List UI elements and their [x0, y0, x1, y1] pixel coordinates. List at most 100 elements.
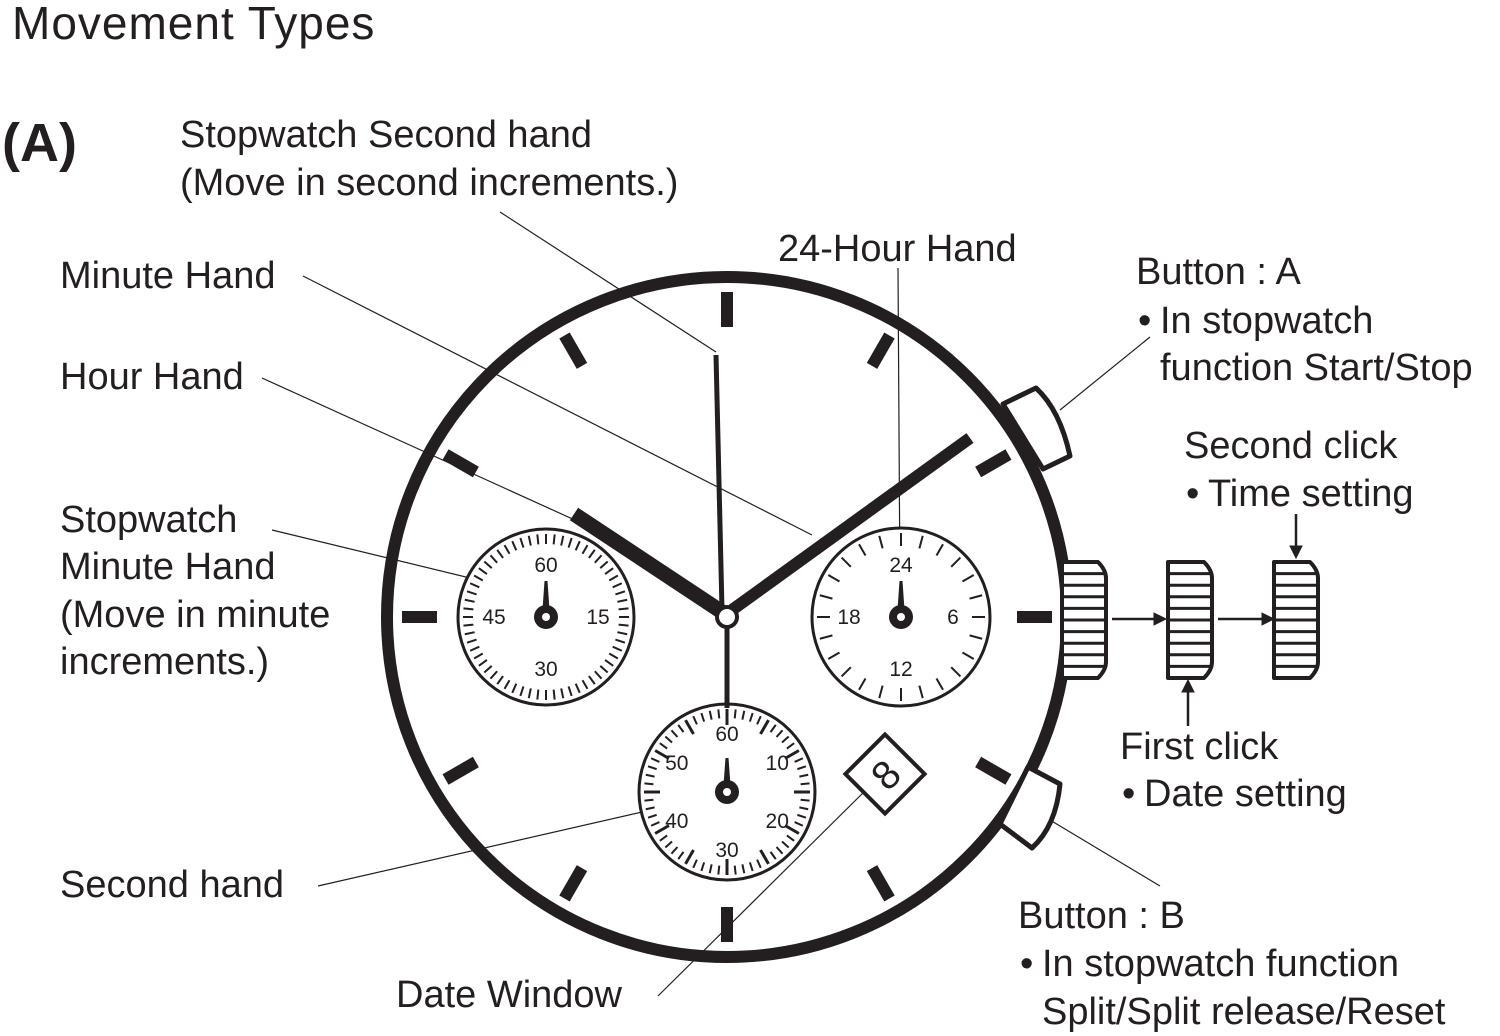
subdial-tick — [647, 813, 657, 819]
leader-minute-hand — [302, 275, 813, 536]
subdial-tick — [599, 665, 609, 674]
subdial-number: 12 — [889, 658, 912, 681]
subdial-tick — [733, 865, 737, 875]
subdial-pin — [723, 788, 731, 796]
subdial-tick — [950, 666, 962, 678]
subdial-tick — [483, 560, 493, 569]
subdial-tick — [756, 859, 762, 869]
subdial-tick — [684, 849, 695, 865]
subdial-tick — [878, 535, 884, 549]
pusher-button-b — [997, 764, 1063, 851]
leader-stopwatch-second-hand — [499, 211, 717, 353]
subdial-tick — [659, 742, 668, 750]
subdial-tick — [799, 806, 809, 811]
subdial-tick — [670, 846, 679, 855]
subdial-tick — [463, 623, 474, 627]
subdial-tick — [503, 679, 511, 690]
page-title: Movement Types — [12, 0, 376, 49]
subdial-tick — [819, 594, 833, 600]
subdial-tick — [496, 675, 504, 685]
section-label: (A) — [2, 113, 77, 173]
subdial-tick — [552, 534, 556, 545]
subdial-tick — [464, 631, 475, 636]
subdial-tick — [918, 535, 924, 549]
subdial-tick — [560, 688, 565, 699]
second-click-bullet: • — [1186, 473, 1200, 515]
subdial-tick — [659, 834, 668, 842]
subdial-number: 45 — [482, 606, 505, 629]
subdial-tick — [800, 798, 810, 802]
subdial-tick — [961, 574, 975, 583]
stopwatch-second-hand-note: (Move in second increments.) — [180, 162, 679, 204]
button-b-line2: Split/Split release/Reset — [1042, 991, 1446, 1033]
subdial-tick — [519, 537, 525, 548]
subdial-tick — [617, 598, 628, 603]
subdial-tick — [654, 749, 670, 760]
subdial-tick — [969, 594, 983, 600]
arrowhead-crown2 — [1153, 612, 1168, 626]
subdial-tick — [799, 773, 809, 778]
subdial-tick — [588, 675, 596, 685]
subdial-tick — [552, 689, 556, 700]
subdial-tick — [840, 556, 852, 568]
subdial-tick — [473, 574, 484, 582]
subdial-tick — [466, 590, 477, 596]
subdial-number: 60 — [534, 554, 557, 577]
subdial-tick — [567, 686, 573, 697]
subdial-tick — [781, 735, 790, 744]
subdial-tick — [503, 544, 511, 555]
subdial-tick — [645, 806, 655, 811]
subdial-number: 40 — [665, 810, 688, 833]
subdial-tick — [692, 859, 698, 869]
subdial-tick — [464, 598, 475, 603]
subdial-tick — [560, 535, 565, 546]
stopwatch-second-hand — [713, 354, 725, 611]
subdial-tick — [781, 840, 790, 849]
subdial-tick — [473, 652, 484, 660]
subdial-tick — [769, 851, 777, 860]
button-a-title: Button : A — [1136, 251, 1301, 293]
hour-marker — [559, 865, 588, 902]
subdial-tick — [741, 710, 746, 720]
subdial-tick — [617, 631, 628, 636]
subdial-tick — [775, 729, 784, 738]
subdial-tick — [935, 543, 944, 557]
subdial-tick — [784, 749, 800, 760]
arrowhead-second-click — [1289, 545, 1303, 560]
subdial-tick — [478, 567, 488, 575]
subdial-tick — [574, 540, 581, 551]
subdial-tick — [670, 729, 679, 738]
subdial-tick — [650, 821, 660, 827]
leader-button-a — [1059, 336, 1151, 411]
subdial-number: 18 — [837, 606, 860, 629]
subdial-tick — [759, 719, 770, 735]
subdial-tick — [769, 724, 777, 733]
subdial-tick — [511, 540, 518, 551]
subdial-tick — [466, 638, 477, 644]
center-pinion — [715, 605, 739, 629]
hour-hand — [569, 507, 727, 619]
subdial-tick — [684, 719, 695, 735]
crown-positions — [1060, 560, 1320, 680]
subdial-tick — [650, 757, 660, 763]
subdial-tick — [489, 670, 498, 680]
first-click-title: First click — [1120, 726, 1279, 768]
button-b-title: Button : B — [1018, 895, 1185, 937]
subdial-number: 24 — [889, 554, 913, 577]
subdial-tick — [536, 534, 540, 545]
subdial-tick — [664, 735, 673, 744]
subdial-tick — [645, 773, 655, 778]
subdial-tick — [527, 535, 532, 546]
hour-marker — [866, 865, 895, 902]
subdial-tick — [469, 582, 480, 589]
subdial-tick — [677, 851, 685, 860]
button-a-bullet: • — [1138, 300, 1152, 342]
subdial-tick — [717, 709, 721, 719]
subdial-tick — [581, 544, 589, 555]
button-a-line1: In stopwatch — [1160, 300, 1374, 342]
button-b-bullet: • — [1020, 943, 1034, 985]
arrowhead-crown3 — [1261, 612, 1276, 626]
subdial-tick — [519, 686, 525, 697]
